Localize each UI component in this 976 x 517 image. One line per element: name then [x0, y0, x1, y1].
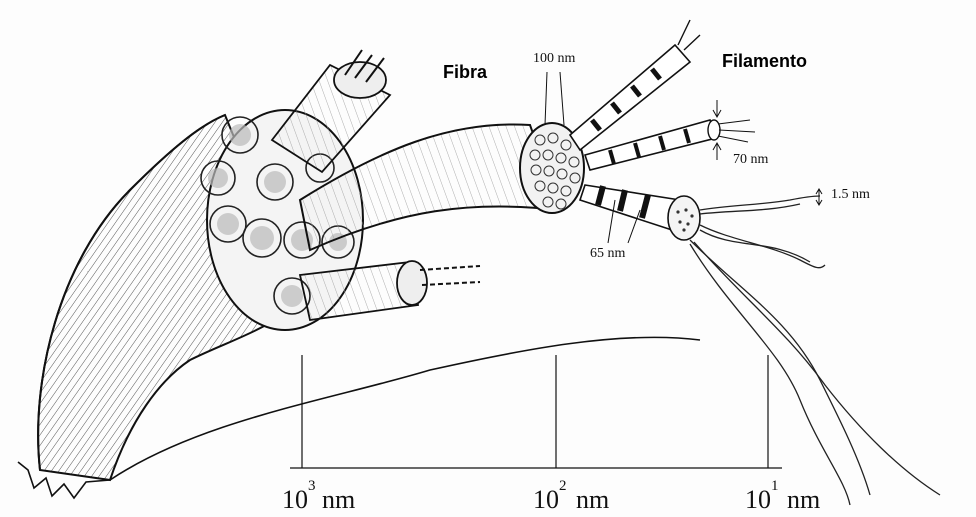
filaments [690, 196, 940, 505]
scale-label-1000: 10 3 nm [282, 478, 355, 514]
scale-exponent: 1 [771, 478, 779, 494]
label-filamento: Filamento [722, 51, 807, 71]
scale-exponent: 3 [308, 478, 316, 494]
scale-axis [290, 355, 782, 468]
scale-unit: nm [576, 485, 609, 514]
label-1-5nm: 1.5 nm [831, 187, 870, 202]
label-100nm: 100 nm [533, 51, 576, 66]
scale-unit: nm [787, 485, 820, 514]
label-fibra: Fibra [443, 62, 488, 82]
scale-base: 10 [282, 485, 308, 514]
scale-base: 10 [745, 485, 771, 514]
scale-exponent: 2 [559, 478, 567, 494]
scale-base: 10 [533, 485, 559, 514]
scale-unit: nm [322, 485, 355, 514]
scale-label-100: 10 2 nm [533, 478, 609, 514]
label-65nm: 65 nm [590, 246, 626, 261]
scale-label-10: 10 1 nm [745, 478, 820, 514]
label-70nm: 70 nm [733, 152, 769, 167]
